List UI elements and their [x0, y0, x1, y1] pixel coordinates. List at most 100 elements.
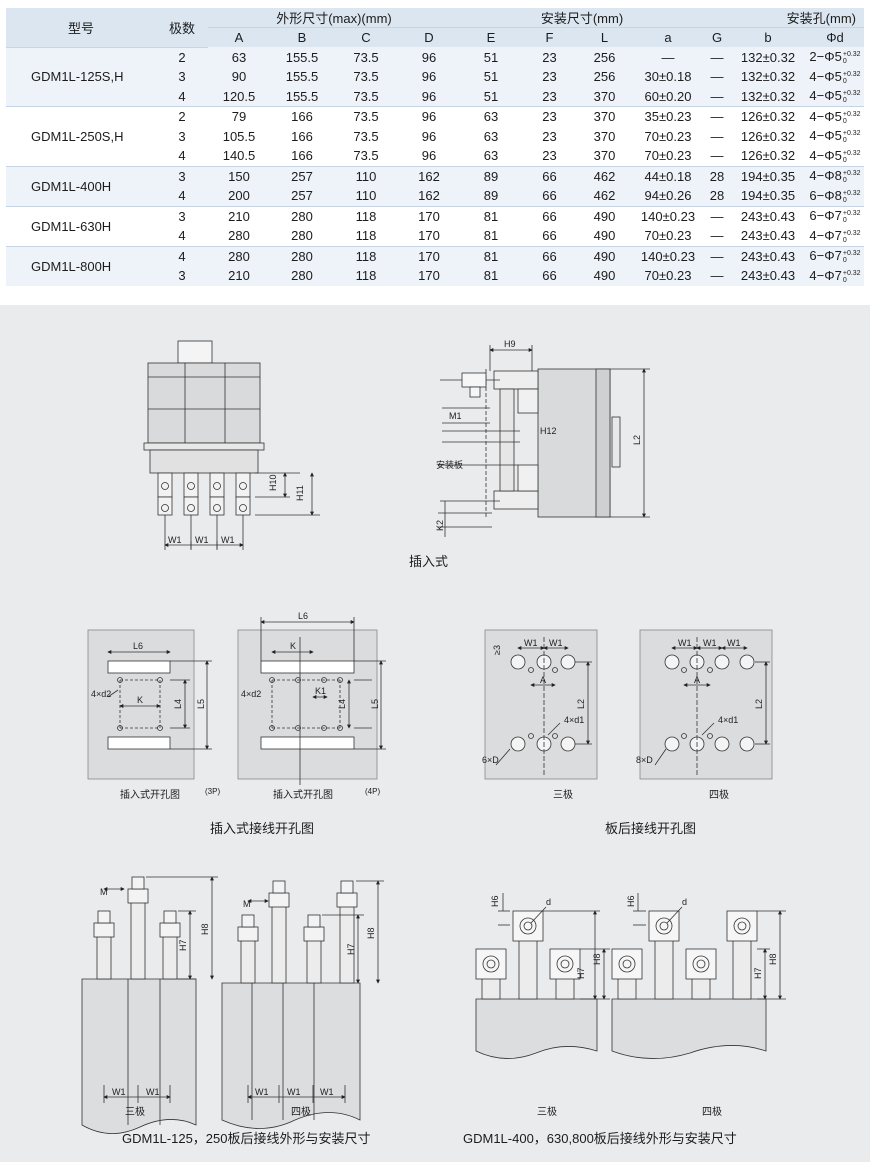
cell-b: 243±0.43: [730, 245, 806, 266]
hole-value: 4−Φ8: [809, 168, 842, 184]
dim-l4: L4: [337, 699, 347, 709]
cell-c: 73.5: [334, 86, 398, 107]
cell-c: 110: [334, 165, 398, 186]
cell-c: 118: [334, 266, 398, 286]
cell-d: 162: [398, 186, 460, 206]
cell-a: 63: [208, 47, 270, 67]
dim-l2: L2: [754, 699, 764, 709]
cell-l: 370: [577, 86, 632, 107]
cell-poles: 2: [156, 47, 208, 67]
dim-h7: H7: [346, 943, 356, 955]
tol-upper: +0.32: [842, 130, 861, 138]
dim-w1: W1: [703, 638, 717, 648]
header-col: G: [704, 27, 730, 47]
three-pole-label: 三极: [553, 790, 573, 801]
cell-b: 257: [270, 186, 334, 206]
cell-c: 118: [334, 226, 398, 246]
cell-c: 73.5: [334, 47, 398, 67]
cell-c: 73.5: [334, 126, 398, 146]
plugin-hole-title: 插入式接线开孔图: [210, 821, 315, 836]
cell-poles: 3: [156, 205, 208, 226]
drawings-area: W1 W1 W1 H10 H11 H9 M1 H12 安装板 L2 K2 L6 …: [0, 305, 870, 1157]
hole-value: 4−Φ5: [809, 108, 842, 124]
plugin-hole-3p-caption: 插入式开孔图: [120, 790, 180, 801]
cell-a: 210: [208, 266, 270, 286]
dim-h12: H12: [540, 426, 557, 436]
plugin-front-view: [143, 340, 320, 550]
cell-l: 370: [577, 146, 632, 166]
cell-a: 140±0.23: [632, 245, 704, 266]
rear-hole-3p-drawing: [484, 629, 598, 780]
cell-e: 51: [460, 47, 522, 67]
cell-b: 166: [270, 146, 334, 166]
three-pole-label: 三极: [125, 1107, 145, 1118]
dim-h8: H8: [200, 923, 210, 935]
spec-table-area: 型号 极数 外形尺寸(max)(mm) 安装尺寸(mm) 安装孔(mm) A B…: [0, 0, 870, 305]
cell-a: 90: [208, 67, 270, 87]
cell-a: 210: [208, 205, 270, 226]
cell-f: 66: [522, 165, 577, 186]
dim-d: d: [546, 897, 551, 907]
cell-a: 79: [208, 106, 270, 127]
hole-value: 4−Φ5: [809, 88, 842, 104]
rear-125-3p-drawing: [81, 876, 218, 1134]
cell-b: 132±0.32: [730, 67, 806, 87]
cell-d: 170: [398, 226, 460, 246]
plugin-hole-4p-drawing: [237, 617, 386, 785]
dim-k: K: [290, 641, 296, 651]
dim-h6: H6: [490, 895, 500, 907]
tol-upper: +0.32: [842, 250, 861, 258]
cell-l: 462: [577, 165, 632, 186]
tol-upper: +0.32: [842, 210, 861, 218]
cell-c: 73.5: [334, 67, 398, 87]
cell-d: 96: [398, 106, 460, 127]
dim-a: A: [694, 675, 700, 685]
hole-value: 6−Φ7: [809, 248, 842, 264]
hole-value: 4−Φ5: [809, 147, 842, 163]
dim-4xd2: 4×d2: [91, 689, 111, 699]
cell-e: 81: [460, 245, 522, 266]
hole-value: 6−Φ8: [809, 187, 842, 203]
cell-l: 490: [577, 245, 632, 266]
cell-e: 51: [460, 86, 522, 107]
dim-h8: H8: [592, 953, 602, 965]
rear-125-4p-drawing: [221, 880, 384, 1129]
dim-h10: H10: [268, 474, 278, 491]
header-col: A: [208, 27, 270, 47]
cell-g: —: [704, 47, 730, 67]
cell-a: 60±0.20: [632, 86, 704, 107]
four-pole-label: 四极: [709, 790, 729, 801]
cell-l: 490: [577, 205, 632, 226]
cell-a: —: [632, 47, 704, 67]
cell-poles: 2: [156, 106, 208, 127]
dim-l6: L6: [133, 641, 143, 651]
cell-g: —: [704, 266, 730, 286]
dim-w1: W1: [727, 638, 741, 648]
tol-lower: 0: [842, 117, 847, 125]
tol-upper: +0.32: [842, 269, 861, 277]
dim-w1: W1: [146, 1087, 160, 1097]
dim-w1: W1: [320, 1087, 334, 1097]
dim-w1: W1: [524, 638, 538, 648]
cell-c: 73.5: [334, 146, 398, 166]
cell-b: 280: [270, 245, 334, 266]
cell-g: —: [704, 86, 730, 107]
cell-d: 96: [398, 67, 460, 87]
cell-g: 28: [704, 165, 730, 186]
tol-lower: 0: [842, 77, 847, 85]
hole-value: 6−Φ7: [809, 208, 842, 224]
dim-4xd1: 4×d1: [564, 715, 584, 725]
dim-h9: H9: [504, 339, 516, 349]
dim-m: M: [100, 887, 108, 897]
